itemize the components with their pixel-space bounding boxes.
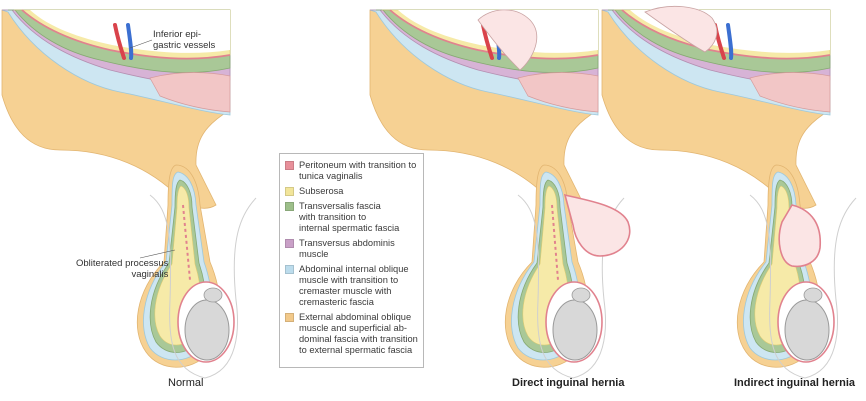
legend-item-transversus: Transversus abdominis muscle [285, 238, 418, 260]
swatch-external-oblique [285, 313, 294, 322]
legend-item-peritoneum: Peritoneum with transition to tunica vag… [285, 160, 418, 182]
caption-indirect-inguinal-hernia: Indirect inguinal hernia [734, 377, 856, 389]
intestine-loop-indirect [644, 6, 718, 53]
legend-label-transversus: Transversus abdominis muscle [299, 238, 395, 259]
legend-item-external-oblique: External abdominal oblique muscle and su… [285, 312, 418, 356]
caption-direct-inguinal-hernia: Direct inguinal hernia [512, 377, 625, 389]
intestine-loop-direct [477, 9, 538, 71]
label-obliterated-processus: Obliterated processus vaginalis [76, 258, 169, 280]
direct-hernia-sac [563, 193, 631, 257]
swatch-transversalis [285, 202, 294, 211]
panel-indirect [600, 8, 858, 380]
legend-label-transversalis: Transversalis fascia with transition to … [299, 201, 400, 233]
swatch-peritoneum [285, 161, 294, 170]
legend-label-internal-oblique: Abdominal internal oblique muscle with t… [299, 264, 409, 307]
indirect-hernia-sac [778, 204, 821, 268]
legend-label-peritoneum: Peritoneum with transition to tunica vag… [299, 160, 417, 181]
swatch-subserosa [285, 187, 294, 196]
swatch-internal-oblique [285, 265, 294, 274]
legend-label-external-oblique: External abdominal oblique muscle and su… [299, 312, 418, 355]
legend-item-internal-oblique: Abdominal internal oblique muscle with t… [285, 264, 418, 308]
panel-normal [0, 8, 258, 380]
legend-item-subserosa: Subserosa [285, 186, 418, 197]
legend-item-transversalis: Transversalis fascia with transition to … [285, 201, 418, 234]
legend: Peritoneum with transition to tunica vag… [279, 153, 424, 368]
label-inferior-epigastric-vessels: Inferior epi- gastric vessels [153, 29, 216, 51]
obliterated-processus [182, 204, 191, 281]
caption-normal: Normal [168, 377, 204, 389]
legend-label-subserosa: Subserosa [299, 186, 344, 196]
swatch-transversus [285, 239, 294, 248]
